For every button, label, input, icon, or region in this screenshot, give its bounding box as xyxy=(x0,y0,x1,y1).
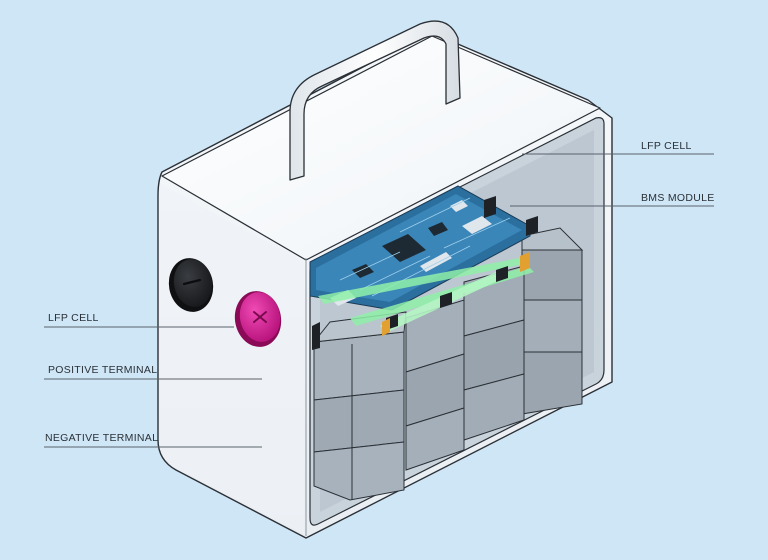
positive-terminal xyxy=(234,291,282,347)
cell-column-4 xyxy=(521,227,584,415)
carry-handle xyxy=(289,20,461,181)
lfp-cell-array xyxy=(312,227,584,501)
busbar-links xyxy=(312,196,538,350)
label-lfp-cell-top: LFP CELL xyxy=(641,140,692,152)
leader-lines xyxy=(44,153,714,448)
negative-terminal xyxy=(168,258,214,312)
cell-column-1 xyxy=(312,311,407,501)
minus-icon xyxy=(182,278,202,286)
label-positive-terminal: POSITIVE TERMINAL xyxy=(48,364,158,376)
cell-column-3 xyxy=(463,265,525,441)
plus-icon xyxy=(253,311,267,323)
cell-column-2 xyxy=(405,299,465,471)
bms-circuit-board xyxy=(309,185,531,311)
label-bms-module: BMS MODULE xyxy=(641,192,715,204)
label-lfp-cell-left: LFP CELL xyxy=(48,312,99,324)
label-negative-terminal: NEGATIVE TERMINAL xyxy=(45,432,159,444)
